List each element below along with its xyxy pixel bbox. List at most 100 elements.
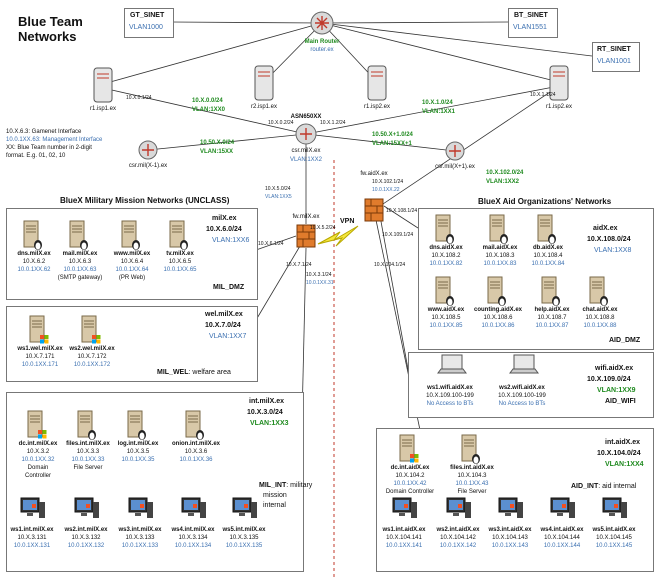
aidint-server-1-mgmt: 10.0.1XX.42 bbox=[393, 481, 427, 487]
asn-label: ASN650XX bbox=[290, 114, 322, 120]
link-l4: 10.50.X+1.0/24 bbox=[372, 132, 413, 138]
title-line-1: Blue Team bbox=[18, 14, 83, 29]
int-server-1-ip: 10.X.3.2 bbox=[26, 449, 50, 455]
link-line bbox=[147, 133, 307, 151]
bt-sinet-vlan: VLAN1551 bbox=[513, 24, 547, 31]
aid-dmz-domain: aidX.ex bbox=[593, 225, 618, 232]
aiddmz-b-3-name: help.aidX.ex bbox=[534, 307, 570, 313]
aiddmz-a-1-mgmt: 10.0.1XX.82 bbox=[429, 261, 463, 267]
link-l1-vlan: VLAN:1XX0 bbox=[192, 107, 226, 113]
aidint-ws-2-mgmt: 10.0.1XX.142 bbox=[439, 543, 477, 549]
aid-int-label-code: AID_INT bbox=[571, 483, 599, 490]
isp2c-router-label: r1.isp2.ex bbox=[545, 104, 573, 110]
aiddmz-a-3-ip: 10.X.108.4 bbox=[533, 253, 563, 259]
int-server-1-mgmt: 10.0.1XX.32 bbox=[21, 457, 55, 463]
aid-wifi-net: 10.X.109.0/24 bbox=[587, 376, 631, 383]
aidint-server-2-mgmt: 10.0.1XX.43 bbox=[455, 481, 489, 487]
wifi-host-1-name: ws1.wifi.aidX.ex bbox=[427, 385, 473, 391]
wel-host-1-mgmt: 10.0.1XX.171 bbox=[21, 362, 59, 368]
fw-aid-ip2: 10.X.109.1/24 bbox=[382, 232, 414, 238]
server-icon bbox=[67, 220, 93, 255]
aid-int-label: AID_INT: aid internal bbox=[571, 483, 636, 490]
workstation-icon bbox=[73, 496, 101, 527]
link-line bbox=[379, 215, 411, 381]
dmz-host-1-ip: 10.X.6.2 bbox=[22, 259, 46, 265]
link-l4-vlan: VLAN:15XX+1 bbox=[372, 141, 412, 147]
int-server-1-note2: Controller bbox=[24, 473, 52, 479]
csr-mil-minus-label: csr.mil(X-1).ex bbox=[128, 163, 168, 169]
aidint-ws-1-name: ws1.int.aidX.ex bbox=[382, 527, 426, 533]
mil-int-domain: int.milX.ex bbox=[249, 398, 285, 405]
dmz-host-4-name: tv.milX.ex bbox=[166, 251, 194, 257]
int-ws-4-ip: 10.X.3.134 bbox=[178, 535, 208, 541]
server-icon bbox=[397, 434, 423, 469]
title-line-2: Networks bbox=[18, 29, 77, 44]
aidint-server-1-note: Domain Controller bbox=[385, 489, 435, 495]
fwmil-link-vlan: VLAN:1XX5 bbox=[265, 194, 292, 200]
int-ws-3-ip: 10.X.3.133 bbox=[125, 535, 155, 541]
aiddmz-a-3-mgmt: 10.0.1XX.84 bbox=[531, 261, 565, 267]
mil-wel-domain: wel.milX.ex bbox=[205, 311, 243, 318]
mil-int-label-desc2: mission bbox=[263, 492, 287, 499]
int-server-1-name: dc.int.milX.ex bbox=[18, 441, 58, 447]
wifi-host-2-name: ws2.wifi.aidX.ex bbox=[499, 385, 545, 391]
link-line bbox=[373, 85, 560, 211]
link-l3: 10.50.X.0/24 bbox=[200, 140, 235, 146]
csr-mil-label: csr.milX.ex bbox=[291, 148, 321, 154]
int-server-4-name: onion.int.milX.ex bbox=[171, 441, 221, 447]
aidint-ws-2-ip: 10.X.104.142 bbox=[440, 535, 476, 541]
isp2b-router-label: r1.isp2.ex bbox=[363, 104, 391, 110]
link-line bbox=[321, 22, 593, 57]
aidint-ws-1-mgmt: 10.0.1XX.141 bbox=[385, 543, 423, 549]
int-ws-5-ip: 10.X.3.135 bbox=[229, 535, 259, 541]
fwaid-link-mgmt: 10.0.1XX.22 bbox=[372, 187, 400, 193]
windows-server-icon bbox=[79, 315, 105, 350]
wifi-host-1-note: No Access to BTs bbox=[426, 401, 474, 407]
router-icon bbox=[138, 140, 158, 160]
fw-mil bbox=[296, 224, 316, 253]
legend-management: 10.0.1XX.63: Management Interface bbox=[6, 137, 103, 143]
firewall-icon bbox=[364, 198, 384, 222]
isp2b-router bbox=[366, 64, 388, 107]
aid-dmz-box: aidX.ex 10.X.108.0/24 VLAN:1XX8 AID_DMZ bbox=[418, 208, 654, 350]
link-l2: 10.X.1.0/24 bbox=[422, 100, 453, 106]
wel-host-2-ip: 10.X.7.172 bbox=[77, 354, 107, 360]
aiddmz-b-3-ip: 10.X.108.7 bbox=[537, 315, 567, 321]
aiddmz-b-2-mgmt: 10.0.1XX.86 bbox=[481, 323, 515, 329]
csr-mil-minus-router bbox=[137, 139, 159, 166]
server-icon bbox=[119, 220, 145, 255]
mil-section-title: BlueX Military Mission Networks (UNCLASS… bbox=[60, 196, 230, 205]
legend-team-number: XX: Blue Team number in 2-digit bbox=[6, 145, 92, 151]
router-tower-icon bbox=[93, 67, 113, 103]
isp2c-router bbox=[548, 64, 570, 107]
gt-sinet-vlan: VLAN1000 bbox=[129, 24, 163, 31]
aiddmz-a-1-ip: 10.X.108.2 bbox=[431, 253, 461, 259]
aidint-server-1-ip: 10.X.104.2 bbox=[395, 473, 425, 479]
fw-mil-label: fw.milX.ex bbox=[292, 214, 320, 220]
csr-mil-router bbox=[294, 122, 318, 151]
dmz-host-3-note: (PR Web) bbox=[118, 275, 146, 281]
aiddmz-b-2-name: counting.aidX.ex bbox=[473, 307, 523, 313]
int-ws-4-name: ws4.int.milX.ex bbox=[171, 527, 215, 533]
int-ws-2-mgmt: 10.0.1XX.132 bbox=[67, 543, 105, 549]
int-ws-5-name: ws5.int.milX.ex bbox=[222, 527, 266, 533]
aid-wifi-vlan: VLAN:1XX9 bbox=[597, 387, 636, 394]
link-l5-vlan: VLAN:1XX2 bbox=[486, 179, 520, 185]
legend-format: format. E.g. 01, 02, 10 bbox=[6, 153, 66, 159]
main-router-name: Main Router bbox=[304, 39, 340, 45]
link-line bbox=[263, 22, 323, 83]
router-icon bbox=[445, 141, 465, 161]
dmz-host-3-ip: 10.X.6.4 bbox=[120, 259, 144, 265]
int-server-2-ip: 10.X.3.3 bbox=[76, 449, 100, 455]
isp1-router bbox=[92, 66, 114, 109]
link-line bbox=[171, 21, 323, 24]
int-server-3-ip: 10.X.3.5 bbox=[126, 449, 150, 455]
mil-wel-label: MIL_WEL: welfare area bbox=[157, 369, 231, 376]
aidint-ws-3-mgmt: 10.0.1XX.143 bbox=[491, 543, 529, 549]
dmz-host-2-name: mail.milX.ex bbox=[62, 251, 98, 257]
fw-aid bbox=[364, 198, 384, 227]
server-icon bbox=[167, 220, 193, 255]
vpn-bolt-icon bbox=[317, 225, 359, 247]
aiddmz-b-2-ip: 10.X.108.6 bbox=[483, 315, 513, 321]
